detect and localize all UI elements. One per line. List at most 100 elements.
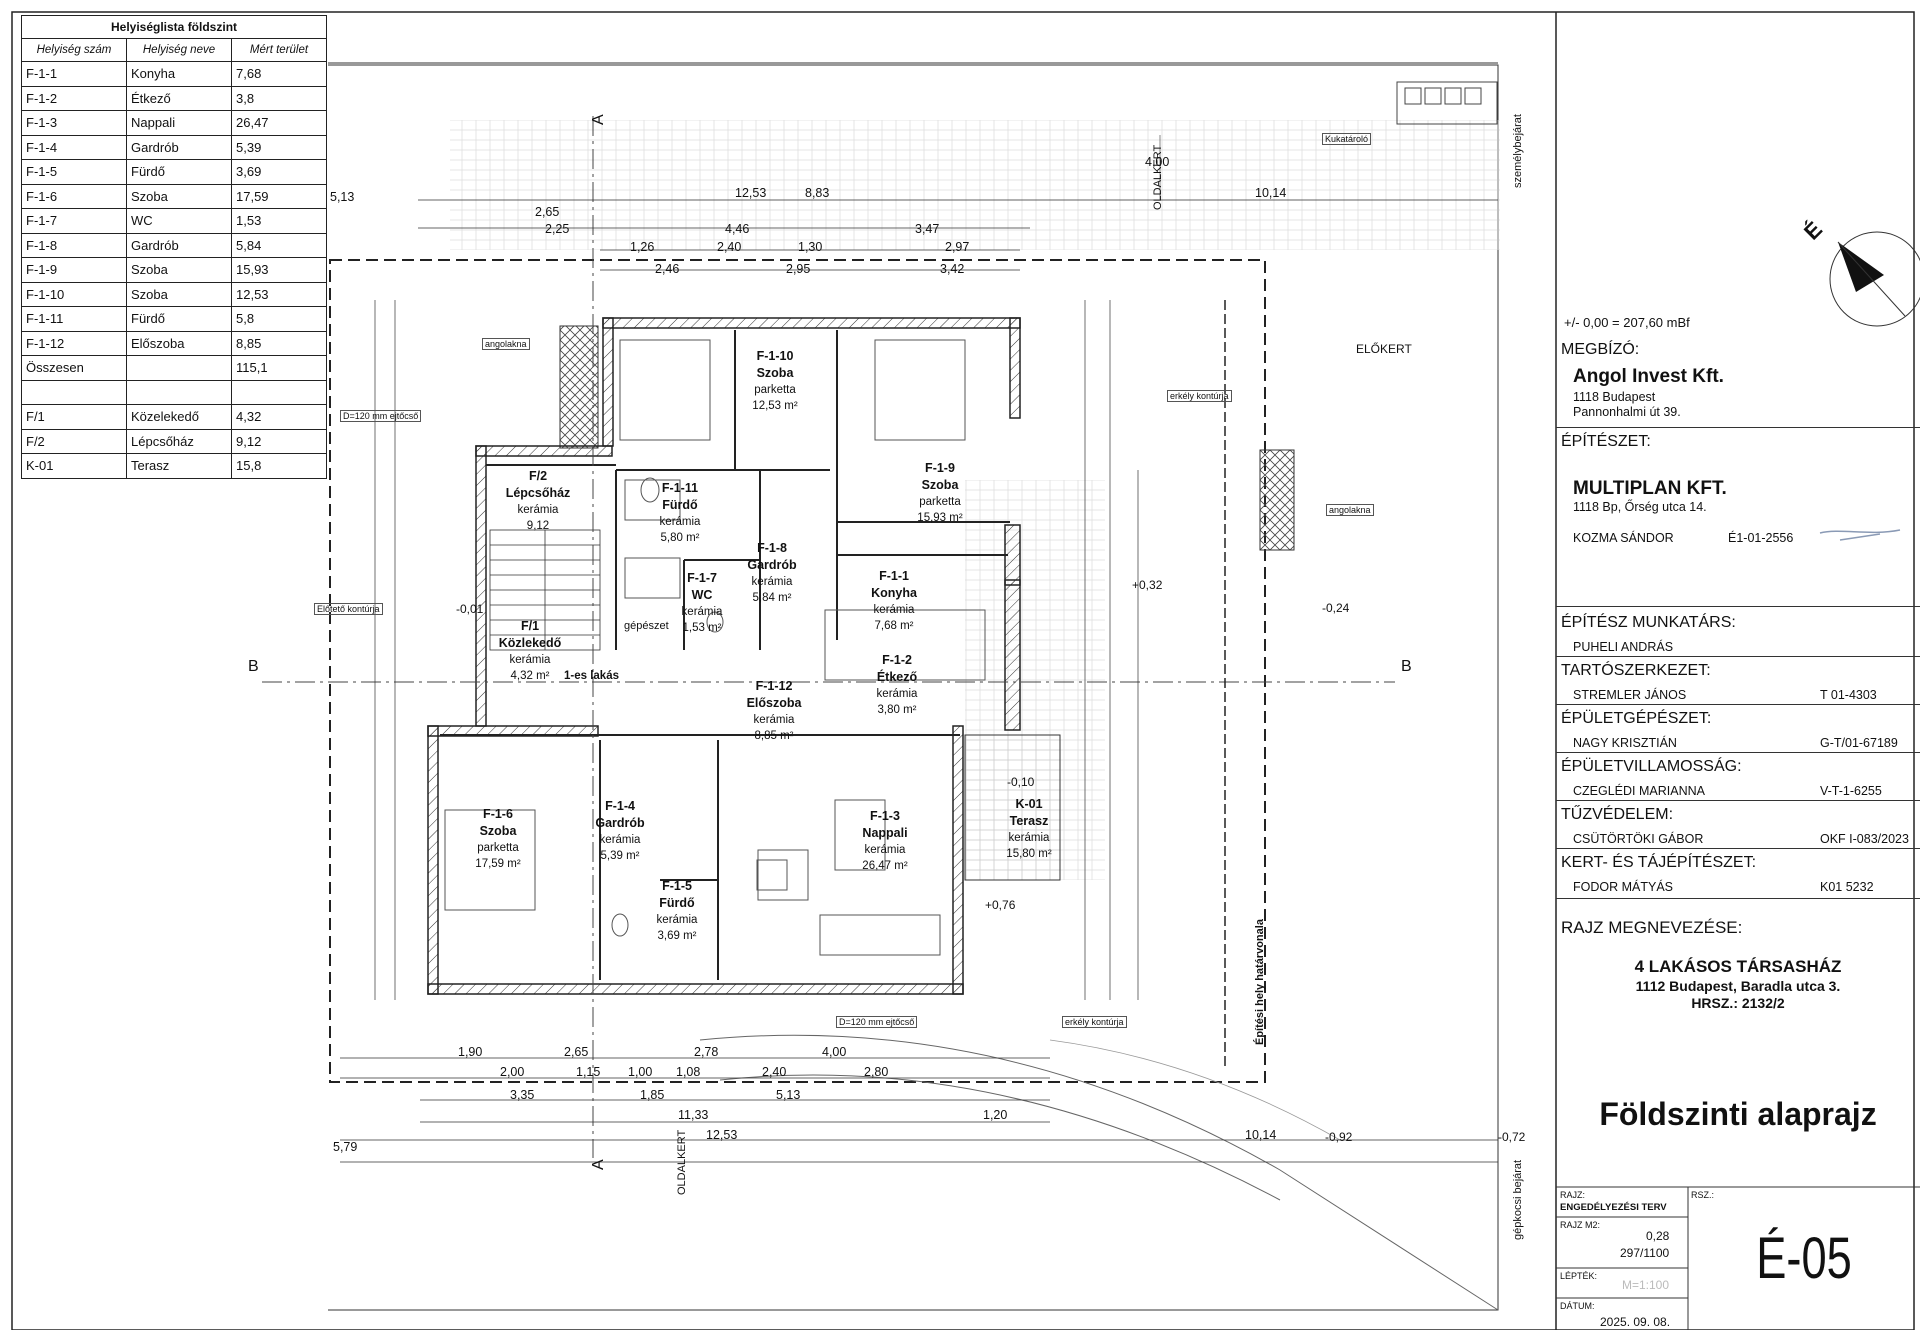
room-number: F-1-1 — [21, 61, 127, 87]
room-id: F-1-5 — [662, 879, 692, 893]
dimension-label: 2,46 — [655, 262, 680, 276]
dimension-label: 3,47 — [915, 222, 940, 236]
room-name: Közlekedő — [498, 636, 562, 650]
room-number: F-1-4 — [21, 134, 127, 160]
angolakna-label: angolakna — [482, 338, 530, 350]
date-label: DÁTUM: — [1560, 1301, 1595, 1311]
oldalkert-bottom-label: OLDALKERT — [676, 1129, 688, 1195]
sheet-number: É-05 — [1756, 1226, 1852, 1291]
room-id: F/1 — [520, 619, 540, 633]
dimension-label: 10,14 — [1255, 186, 1287, 200]
room-number: F-1-12 — [21, 330, 127, 356]
rsz-label: RSZ.: — [1691, 1190, 1715, 1200]
level-marker: -0,72 — [1498, 1130, 1526, 1144]
dimension-label: 1,20 — [983, 1108, 1008, 1122]
room-number: F-1-7 — [21, 208, 127, 234]
architecture-firm: MULTIPLAN KFT. — [1573, 478, 1727, 499]
room-number: F-1-6 — [21, 183, 127, 209]
room-area: 4,32 — [231, 404, 327, 430]
room-name — [126, 379, 232, 405]
room-area: 5,8 — [231, 306, 327, 332]
room-name — [126, 355, 232, 381]
room-area: 17,59 m² — [475, 858, 521, 870]
scale-label: LÉPTÉK: — [1560, 1271, 1598, 1281]
level-marker: -0,01 — [456, 602, 484, 616]
gepeszet-label: gépészet — [624, 620, 669, 632]
room-id: F-1-1 — [879, 569, 909, 583]
mechanical-reg: G-T/01-67189 — [1820, 736, 1898, 750]
client-address-line2: Pannonhalmi út 39. — [1573, 405, 1681, 419]
fire-label: TŰZVÉDELEM: — [1561, 806, 1674, 823]
room-name: Előszoba — [746, 696, 802, 710]
room-number: K-01 — [21, 453, 127, 479]
room-number: F-1-9 — [21, 257, 127, 283]
room-name: Fürdő — [662, 498, 698, 512]
elokert-label: ELŐKERT — [1356, 342, 1412, 356]
dimension-label: 2,65 — [564, 1045, 589, 1059]
electrical-reg: V-T-1-6255 — [1820, 784, 1882, 798]
room-number: F-1-2 — [21, 85, 127, 111]
room-name: Konyha — [871, 586, 917, 600]
fire-name: CSÜTÖRTÖKI GÁBOR — [1573, 832, 1704, 846]
architecture-label: ÉPÍTÉSZET: — [1561, 433, 1651, 450]
dimension-label: 1,30 — [798, 240, 823, 254]
room-finish: kerámia — [1008, 832, 1050, 844]
room-area: 17,59 — [231, 183, 327, 209]
gepkocsi-bejarat-label: gépkocsi bejárat — [1512, 1159, 1524, 1240]
dimension-label: 12,53 — [706, 1128, 738, 1142]
section-a-top: A — [590, 114, 607, 125]
szemelybejarat-label: személybejárat — [1512, 114, 1524, 188]
dimension-label: 2,00 — [500, 1065, 525, 1079]
room-id: F-1-3 — [870, 809, 900, 823]
m2-value: 0,28 — [1646, 1229, 1670, 1243]
structural-name: STREMLER JÁNOS — [1573, 688, 1687, 702]
room-area: 3,8 — [231, 85, 327, 111]
mechanical-label: ÉPÜLETGÉPÉSZET: — [1561, 710, 1712, 727]
room-name: Nappali — [862, 826, 908, 840]
room-area — [231, 379, 327, 405]
dimension-label: 2,40 — [762, 1065, 787, 1079]
level-reference: +/- 0,00 = 207,60 mBf — [1564, 315, 1690, 330]
room-name: Fürdő — [126, 306, 232, 332]
dimension-label: 2,40 — [717, 240, 742, 254]
room-name: Gardrób — [126, 232, 232, 258]
room-id: K-01 — [1015, 797, 1043, 811]
room-name: Nappali — [126, 110, 232, 136]
room-area: 1,53 — [231, 208, 327, 234]
room-name: Lépcsőház — [126, 428, 232, 454]
room-name: Közelekedő — [126, 404, 232, 430]
room-finish: kerámia — [876, 688, 918, 700]
landscape-name: FODOR MÁTYÁS — [1573, 880, 1674, 894]
lakas-label: 1-es lakás — [564, 670, 619, 682]
room-number: Összesen — [21, 355, 127, 381]
room-name: Előszoba — [126, 330, 232, 356]
architect-reg: É1-01-2556 — [1728, 531, 1794, 545]
room-name: Terasz — [126, 453, 232, 479]
room-number — [21, 379, 127, 405]
room-name: Szoba — [921, 478, 959, 492]
room-id: F-1-6 — [483, 807, 513, 821]
client-label: MEGBÍZÓ: — [1561, 341, 1640, 358]
dimension-label: 2,78 — [694, 1045, 719, 1059]
dimension-label: 1,00 — [628, 1065, 653, 1079]
room-id: F-1-12 — [755, 679, 793, 693]
room-id: F/2 — [528, 469, 548, 483]
room-id: F-1-4 — [605, 799, 635, 813]
room-area: 5,39 m² — [600, 850, 640, 862]
room-number: F-1-3 — [21, 110, 127, 136]
room-area: 4,32 m² — [510, 670, 550, 682]
client-name: Angol Invest Kft. — [1573, 366, 1724, 387]
room-finish: parketta — [919, 496, 961, 508]
